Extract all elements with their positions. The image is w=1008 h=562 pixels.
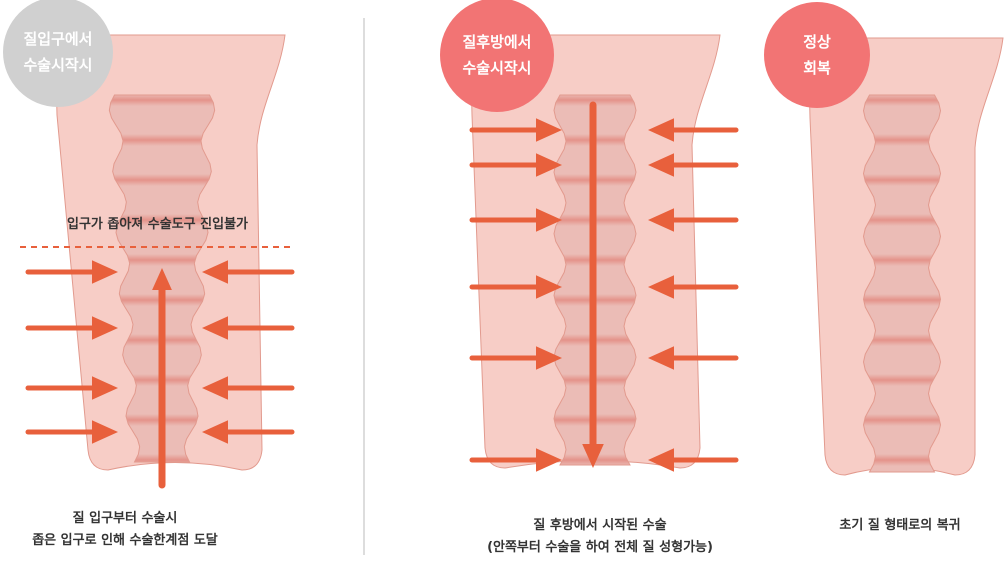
arrow-head — [92, 260, 118, 284]
vaginal-canal — [862, 94, 942, 473]
arrow-head — [648, 448, 674, 472]
arrow-head — [648, 118, 674, 142]
arrow-head — [536, 118, 562, 142]
arrow-head — [92, 420, 118, 444]
badge-line: 수술시작시 — [462, 59, 532, 77]
caption-line: 좁은 입구로 인해 수술한계점 도달 — [32, 533, 218, 548]
caption-line: 질 입구부터 수술시 — [72, 511, 178, 526]
badge-line: 회복 — [803, 59, 831, 77]
caption-rear: 질 후방에서 시작된 수술 (안쪽부터 수술을 하여 전체 질 성형가능) — [450, 515, 750, 559]
arrow-head — [92, 316, 118, 340]
arrow-head — [202, 420, 228, 444]
arrow-head — [202, 316, 228, 340]
badge-line: 수술시작시 — [23, 56, 93, 74]
arrow-head — [536, 153, 562, 177]
badge-line: 질후방에서 — [462, 33, 532, 51]
arrow-head — [152, 268, 172, 290]
arrow-head — [648, 208, 674, 232]
caption-line: 질 후방에서 시작된 수술 — [533, 518, 667, 533]
arrow-head — [582, 444, 604, 468]
badge-line: 질입구에서 — [23, 30, 93, 48]
arrow-head — [536, 208, 562, 232]
caption-line: (안쪽부터 수술을 하여 전체 질 성형가능) — [487, 540, 713, 555]
arrow-head — [536, 346, 562, 370]
badge-line: 정상 — [803, 33, 831, 51]
entrance-note: 입구가 좁아져 수술도구 진입불가 — [66, 217, 249, 232]
arrow-head — [92, 376, 118, 400]
arrow-head — [648, 153, 674, 177]
caption-recovery: 초기 질 형태로의 복귀 — [839, 518, 961, 533]
arrow-head — [648, 346, 674, 370]
arrow-head — [536, 448, 562, 472]
arrow-head — [648, 275, 674, 299]
arrow-head — [202, 260, 228, 284]
arrow-head — [202, 376, 228, 400]
arrow-head — [536, 275, 562, 299]
